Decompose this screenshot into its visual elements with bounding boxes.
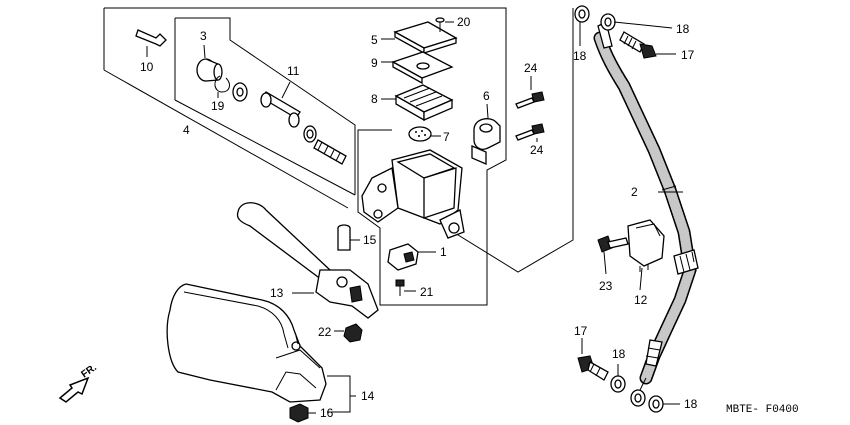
part-23-bolt [597, 235, 629, 275]
callout-11: 11 [287, 64, 300, 78]
callout-9: 9 [371, 56, 378, 70]
assembly-outline [103, 7, 574, 306]
part-7-float [408, 126, 441, 142]
part-17-oil-bolts [577, 31, 676, 381]
callout-18-top-right: 18 [676, 22, 690, 36]
callout-21: 21 [420, 285, 434, 299]
diagram-code: MBTE- F0400 [726, 404, 799, 416]
part-22-nut [334, 323, 363, 343]
front-direction-arrow [58, 376, 90, 403]
callout-14: 14 [361, 389, 375, 403]
callout-18-top-left: 18 [573, 49, 587, 63]
callout-17-bottom: 17 [574, 324, 588, 338]
callout-12: 12 [634, 293, 648, 307]
callout-23: 23 [599, 279, 613, 293]
callout-22: 22 [318, 325, 332, 339]
front-direction-label: FR. [79, 362, 99, 380]
callout-17-top: 17 [681, 48, 695, 62]
callout-labels: 1 2 3 4 5 6 7 8 9 10 11 12 13 14 15 16 1… [140, 15, 698, 420]
part-8-diaphragm [381, 84, 454, 122]
part-16-nut [289, 403, 316, 423]
part-1-switch [387, 243, 436, 271]
callout-16: 16 [320, 406, 334, 420]
part-13-brake-lever [236, 202, 379, 319]
part-15-pivot-bolt [337, 224, 360, 251]
part-12-clamp [627, 219, 665, 291]
callout-7: 7 [443, 130, 450, 144]
callout-24-top: 24 [524, 61, 538, 75]
callout-6: 6 [483, 89, 490, 103]
callout-3: 3 [200, 29, 207, 43]
part-5-reservoir-cap [381, 21, 458, 55]
callout-24-bottom: 24 [530, 143, 544, 157]
callout-13: 13 [270, 286, 284, 300]
part-3-boot [196, 44, 223, 82]
part-10-pin [135, 29, 167, 57]
callout-20: 20 [457, 15, 471, 29]
part-9-plate [381, 51, 454, 85]
part-2-brake-hose [593, 21, 699, 401]
part-18-washers [574, 5, 680, 413]
callout-15: 15 [363, 233, 377, 247]
callout-19: 19 [211, 99, 225, 113]
callout-18-bottom-left: 18 [612, 347, 626, 361]
part-6-holder [471, 103, 501, 165]
callout-5: 5 [371, 33, 378, 47]
master-cylinder-body [361, 149, 465, 239]
callout-2: 2 [631, 185, 638, 199]
part-24-bolts [515, 76, 545, 142]
part-11-piston-set [232, 81, 347, 165]
part-14-lever-cover [166, 283, 356, 413]
callout-4: 4 [183, 123, 190, 137]
callout-8: 8 [371, 92, 378, 106]
callout-10: 10 [140, 60, 154, 74]
part-19-circlip [214, 75, 230, 98]
part-21-screw [395, 279, 416, 296]
callout-18-bottom-right: 18 [684, 397, 698, 411]
callout-1: 1 [440, 245, 447, 259]
part-20-screw [435, 17, 454, 32]
